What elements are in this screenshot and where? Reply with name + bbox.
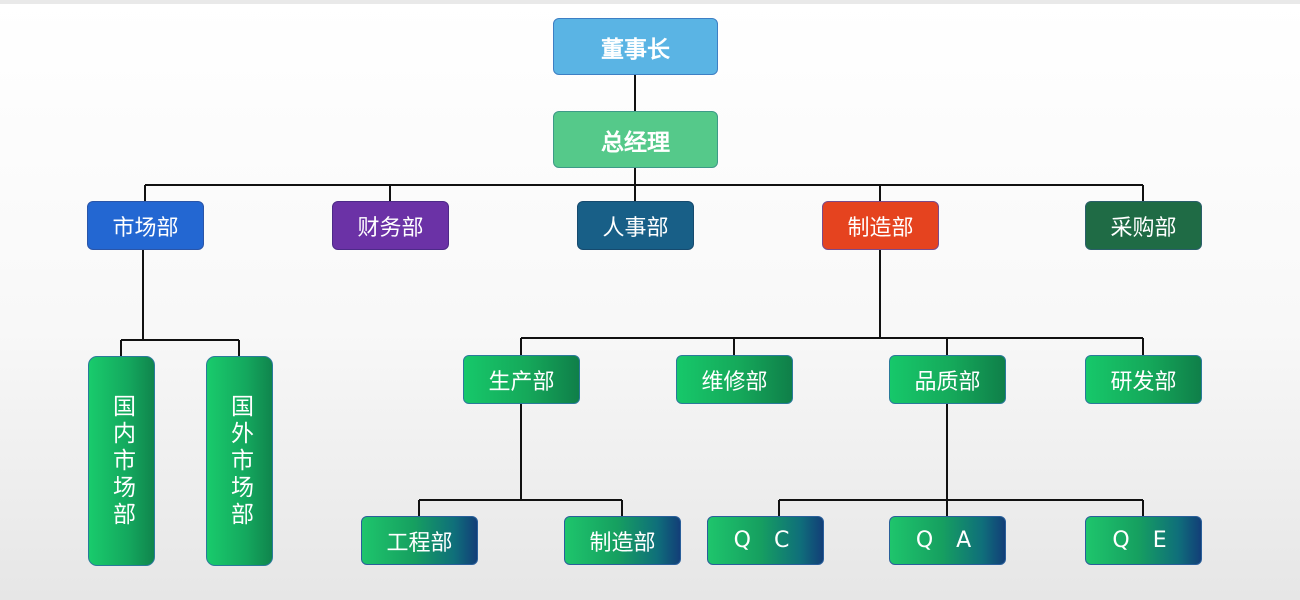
general-manager-box: 总经理 bbox=[553, 111, 718, 168]
top-strip bbox=[0, 0, 1300, 4]
manufacturing-dept-box: 制造部 bbox=[822, 201, 939, 250]
engineering-dept-label: 工程部 bbox=[386, 530, 453, 556]
general-manager-label: 总经理 bbox=[601, 129, 670, 156]
marketing-dept-label: 市场部 bbox=[112, 215, 179, 241]
production-dept-box: 生产部 bbox=[463, 355, 580, 404]
marketing-dept-box: 市场部 bbox=[87, 201, 204, 250]
production-dept-label: 生产部 bbox=[488, 369, 555, 395]
rnd-dept-box: 研发部 bbox=[1085, 355, 1202, 404]
procurement-dept-label: 采购部 bbox=[1110, 215, 1177, 241]
finance-dept-box: 财务部 bbox=[332, 201, 449, 250]
maintenance-dept-box: 维修部 bbox=[676, 355, 793, 404]
rnd-dept-label: 研发部 bbox=[1110, 369, 1177, 395]
chairman-box: 董事长 bbox=[553, 18, 718, 75]
qe-box: Q E bbox=[1085, 516, 1202, 565]
domestic-market-box: 国内市场部 bbox=[88, 356, 155, 566]
qe-label: Q E bbox=[1112, 528, 1175, 553]
production-manufacturing-label: 制造部 bbox=[589, 530, 656, 556]
manufacturing-dept-label: 制造部 bbox=[847, 215, 914, 241]
engineering-dept-box: 工程部 bbox=[361, 516, 478, 565]
finance-dept-label: 财务部 bbox=[357, 215, 424, 241]
overseas-market-label: 国外市场部 bbox=[226, 393, 253, 529]
chairman-label: 董事长 bbox=[601, 36, 670, 63]
qa-box: Q A bbox=[889, 516, 1006, 565]
maintenance-dept-label: 维修部 bbox=[701, 369, 768, 395]
procurement-dept-box: 采购部 bbox=[1085, 201, 1202, 250]
quality-dept-box: 品质部 bbox=[889, 355, 1006, 404]
qc-box: Q C bbox=[707, 516, 824, 565]
domestic-market-label: 国内市场部 bbox=[108, 393, 135, 529]
qc-label: Q C bbox=[733, 528, 798, 553]
hr-dept-label: 人事部 bbox=[602, 215, 669, 241]
overseas-market-box: 国外市场部 bbox=[206, 356, 273, 566]
qa-label: Q A bbox=[915, 528, 980, 553]
hr-dept-box: 人事部 bbox=[577, 201, 694, 250]
production-manufacturing-box: 制造部 bbox=[564, 516, 681, 565]
quality-dept-label: 品质部 bbox=[914, 369, 981, 395]
